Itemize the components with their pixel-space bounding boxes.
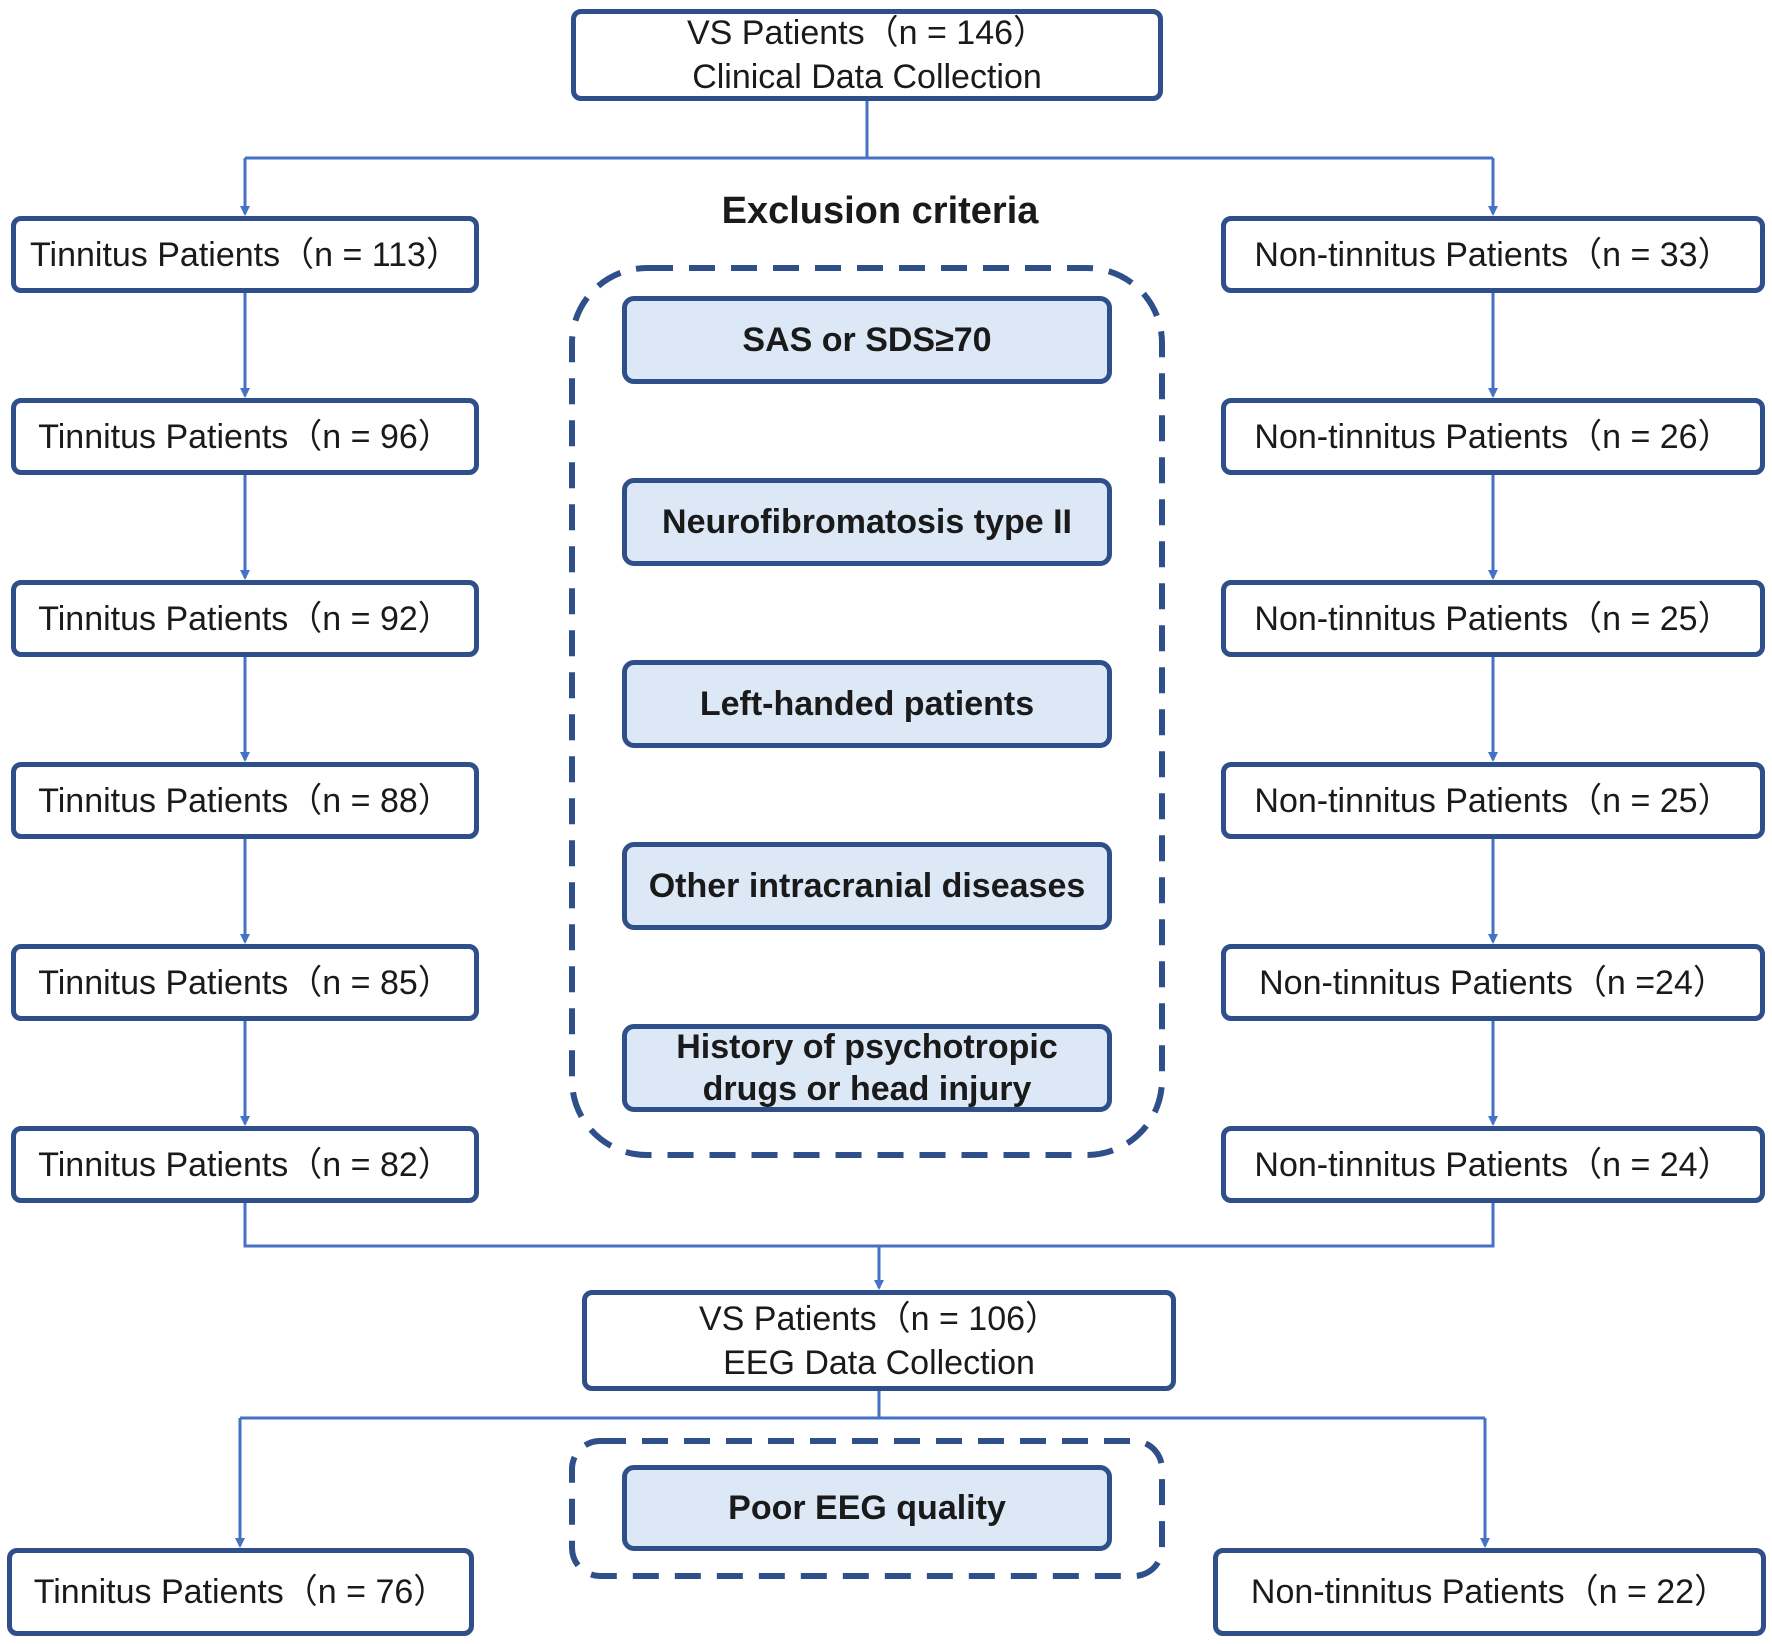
tinnitus-box-1: Tinnitus Patients（n = 113） (11, 216, 479, 293)
non-tinnitus-label-3: Non-tinnitus Patients（n = 25） (1254, 599, 1732, 638)
tinnitus-box-4: Tinnitus Patients（n = 88） (11, 762, 479, 839)
non-tinnitus-box-1: Non-tinnitus Patients（n = 33） (1221, 216, 1765, 293)
non-tinnitus-box-2: Non-tinnitus Patients（n = 26） (1221, 398, 1765, 475)
tinnitus-box-6: Tinnitus Patients（n = 82） (11, 1126, 479, 1203)
vs-patients-clinical-box: VS Patients（n = 146） Clinical Data Colle… (571, 9, 1163, 101)
criterion-label-1: SAS or SDS≥70 (742, 321, 992, 359)
vs-patients-eeg-count: VS Patients（n = 106） (698, 1299, 1060, 1338)
non-tinnitus-box-6: Non-tinnitus Patients（n = 24） (1221, 1126, 1765, 1203)
criterion-left-handed: Left-handed patients (622, 660, 1112, 748)
criterion-label-4: Other intracranial diseases (648, 867, 1086, 905)
non-tinnitus-label-1: Non-tinnitus Patients（n = 33） (1254, 235, 1732, 274)
non-tinnitus-label-5: Non-tinnitus Patients（n =24） (1259, 963, 1727, 1002)
criterion-label-2: Neurofibromatosis type II (662, 503, 1072, 541)
tinnitus-box-2: Tinnitus Patients（n = 96） (11, 398, 479, 475)
vs-patients-clinical-label: Clinical Data Collection (692, 58, 1042, 96)
tinnitus-label-1: Tinnitus Patients（n = 113） (30, 235, 460, 274)
final-tinnitus-box: Tinnitus Patients（n = 76） (7, 1548, 474, 1636)
criterion-intracranial: Other intracranial diseases (622, 842, 1112, 930)
tinnitus-box-5: Tinnitus Patients（n = 85） (11, 944, 479, 1021)
criterion-sas-sds: SAS or SDS≥70 (622, 296, 1112, 384)
criterion-label-5b: drugs or head injury (702, 1070, 1032, 1108)
final-non-tinnitus-label: Non-tinnitus Patients（n = 22） (1250, 1573, 1729, 1611)
exclusion-criteria-title: Exclusion criteria (721, 190, 1039, 232)
vs-patients-clinical-count: VS Patients（n = 146） (686, 14, 1048, 52)
tinnitus-label-3: Tinnitus Patients（n = 92） (38, 599, 452, 638)
non-tinnitus-label-2: Non-tinnitus Patients（n = 26） (1254, 417, 1732, 456)
non-tinnitus-box-5: Non-tinnitus Patients（n =24） (1221, 944, 1765, 1021)
non-tinnitus-box-4: Non-tinnitus Patients（n = 25） (1221, 762, 1765, 839)
non-tinnitus-label-4: Non-tinnitus Patients（n = 25） (1254, 781, 1732, 820)
vs-patients-eeg-box: VS Patients（n = 106） EEG Data Collection (582, 1290, 1176, 1391)
final-tinnitus-label: Tinnitus Patients（n = 76） (33, 1573, 448, 1611)
criterion-psychotropic-head-injury: History of psychotropic drugs or head in… (622, 1024, 1112, 1112)
exclusion-criteria-dashed-frame (569, 265, 1165, 1158)
tinnitus-label-5: Tinnitus Patients（n = 85） (38, 963, 452, 1002)
tinnitus-label-6: Tinnitus Patients（n = 82） (38, 1145, 452, 1184)
vs-patients-eeg-label: EEG Data Collection (723, 1343, 1035, 1382)
final-non-tinnitus-box: Non-tinnitus Patients（n = 22） (1213, 1548, 1766, 1636)
criterion-neurofibromatosis: Neurofibromatosis type II (622, 478, 1112, 566)
eeg-exclusion-dashed-frame (569, 1438, 1165, 1579)
tinnitus-box-3: Tinnitus Patients（n = 92） (11, 580, 479, 657)
non-tinnitus-label-6: Non-tinnitus Patients（n = 24） (1254, 1145, 1732, 1184)
tinnitus-label-2: Tinnitus Patients（n = 96） (38, 417, 452, 456)
criterion-poor-eeg: Poor EEG quality (622, 1465, 1112, 1551)
criterion-label-3: Left-handed patients (699, 685, 1035, 723)
tinnitus-label-4: Tinnitus Patients（n = 88） (38, 781, 452, 820)
criterion-poor-eeg-label: Poor EEG quality (728, 1489, 1006, 1527)
non-tinnitus-box-3: Non-tinnitus Patients（n = 25） (1221, 580, 1765, 657)
criterion-label-5a: History of psychotropic (676, 1028, 1058, 1066)
